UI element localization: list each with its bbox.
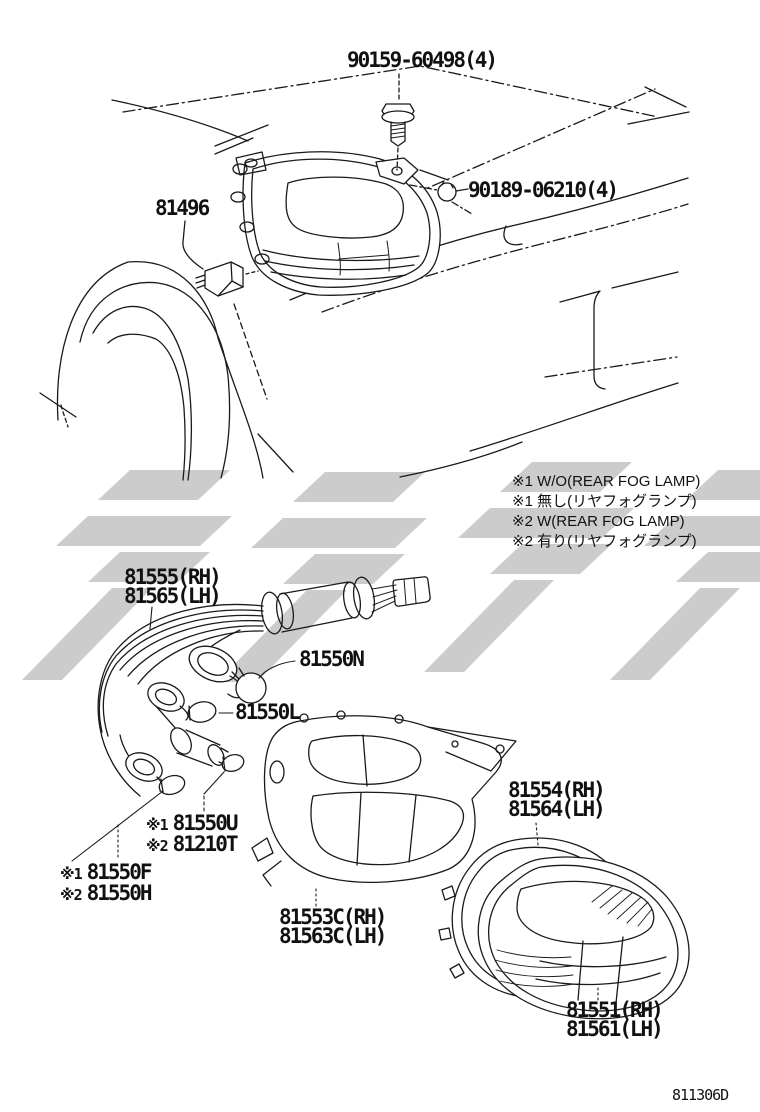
- tail-lamp-assembly-art: [230, 151, 473, 296]
- lamp-body-part-number-lh: 81563C(LH): [279, 924, 387, 948]
- wedge-bulb-part-number: ※1 81550U ※2 81210T: [146, 811, 239, 856]
- wiring-harness-art: [97, 576, 431, 797]
- wedge-bulb-part-number-1: 81550U: [172, 811, 239, 835]
- car-rear-quarter-art: [39, 65, 690, 481]
- clip-part-number: 90189-06210(4): [468, 178, 619, 202]
- lens-art: [477, 856, 690, 1020]
- note-line: ※2 有り(リヤフォグランプ): [512, 533, 697, 550]
- bulb-socket-art: [125, 645, 246, 792]
- oval-bulb-part-number: ※1 81550F ※2 81550H: [60, 860, 153, 905]
- watermark-logo: [22, 462, 760, 682]
- note-line: ※1 無し(リヤフォグランプ): [512, 493, 697, 510]
- wedge-bulb-part-number-2: 81210T: [172, 832, 239, 856]
- bolt-icon: [381, 73, 415, 171]
- wheel-arch-art: [39, 261, 294, 481]
- bulb-art: [158, 667, 267, 796]
- clip-icon: [437, 180, 469, 202]
- socket-cover-part-number: 81496: [155, 196, 210, 220]
- note-mark: ※1: [146, 816, 169, 834]
- bulb-81550n-part-number: 81550N: [299, 647, 365, 671]
- oval-bulb-part-number-1: 81550F: [86, 860, 153, 884]
- note-line: ※2 W(REAR FOG LAMP): [512, 513, 685, 530]
- note-line: ※1 W/O(REAR FOG LAMP): [512, 473, 701, 490]
- oval-bulb-part-number-2: 81550H: [86, 881, 153, 905]
- bolt-part-number: 90159-60498(4): [347, 48, 498, 72]
- bulb-81550l-part-number: 81550L: [235, 700, 301, 724]
- socket-cover-81496-art: [182, 220, 259, 297]
- harness-part-number: 81555(RH) 81565(LH): [124, 565, 222, 608]
- lamp-body-part-number-rh: 81553C(RH): [279, 905, 387, 929]
- diagram-code: 811306D: [672, 1086, 729, 1104]
- harness-part-number-lh: 81565(LH): [124, 584, 222, 608]
- lens-part-number: 81551(RH) 81561(LH): [566, 998, 664, 1041]
- gasket-part-number-lh: 81564(LH): [508, 797, 606, 821]
- note-mark: ※2: [146, 837, 169, 855]
- lamp-body-part-number: 81553C(RH) 81563C(LH): [279, 905, 387, 948]
- lamp-body-art: [251, 710, 517, 887]
- lens-part-number-rh: 81551(RH): [566, 998, 664, 1022]
- leader-lines: [71, 606, 599, 1003]
- note-mark: ※1: [60, 865, 83, 883]
- gasket-part-number: 81554(RH) 81564(LH): [508, 778, 606, 821]
- fog-lamp-notes: ※1 W/O(REAR FOG LAMP) ※1 無し(リヤフォグランプ) ※2…: [512, 472, 700, 552]
- harness-part-number-rh: 81555(RH): [124, 565, 222, 589]
- gasket-part-number-rh: 81554(RH): [508, 778, 606, 802]
- lens-part-number-lh: 81561(LH): [566, 1017, 664, 1041]
- note-mark: ※2: [60, 886, 83, 904]
